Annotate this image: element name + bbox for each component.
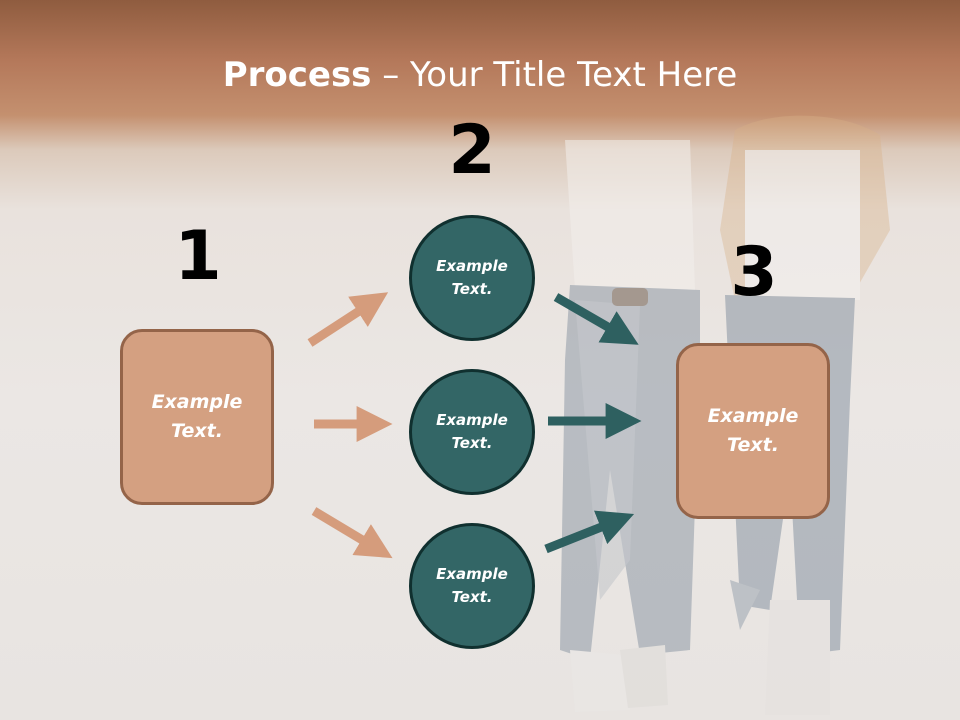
arrow-1-to-top [307,292,389,347]
circle-middle-line2: Text. [451,434,493,452]
step-number-1: 1 [174,217,222,296]
slide-title: Process – Your Title Text Here [0,55,960,95]
circle-top-line1: Example [436,257,508,275]
title-bold: Process [222,55,372,95]
arrow-top-to-3 [553,293,639,345]
circle-bottom-line1: Example [436,565,508,583]
title-rest: – Your Title Text Here [371,55,738,95]
step-number-2: 2 [448,111,496,190]
step-1-line1: Example [151,391,243,413]
circle-top-line2: Text. [451,280,493,298]
circle-middle-line1: Example [436,411,508,429]
arrow-1-to-bottom [311,507,393,559]
step-number-3: 3 [730,233,778,312]
step-1-line2: Text. [171,420,223,442]
circle-bottom-line2: Text. [451,588,493,606]
step-3-line1: Example [707,405,799,427]
step-3-line2: Text. [727,434,779,456]
arrow-bottom-to-3 [544,510,635,554]
